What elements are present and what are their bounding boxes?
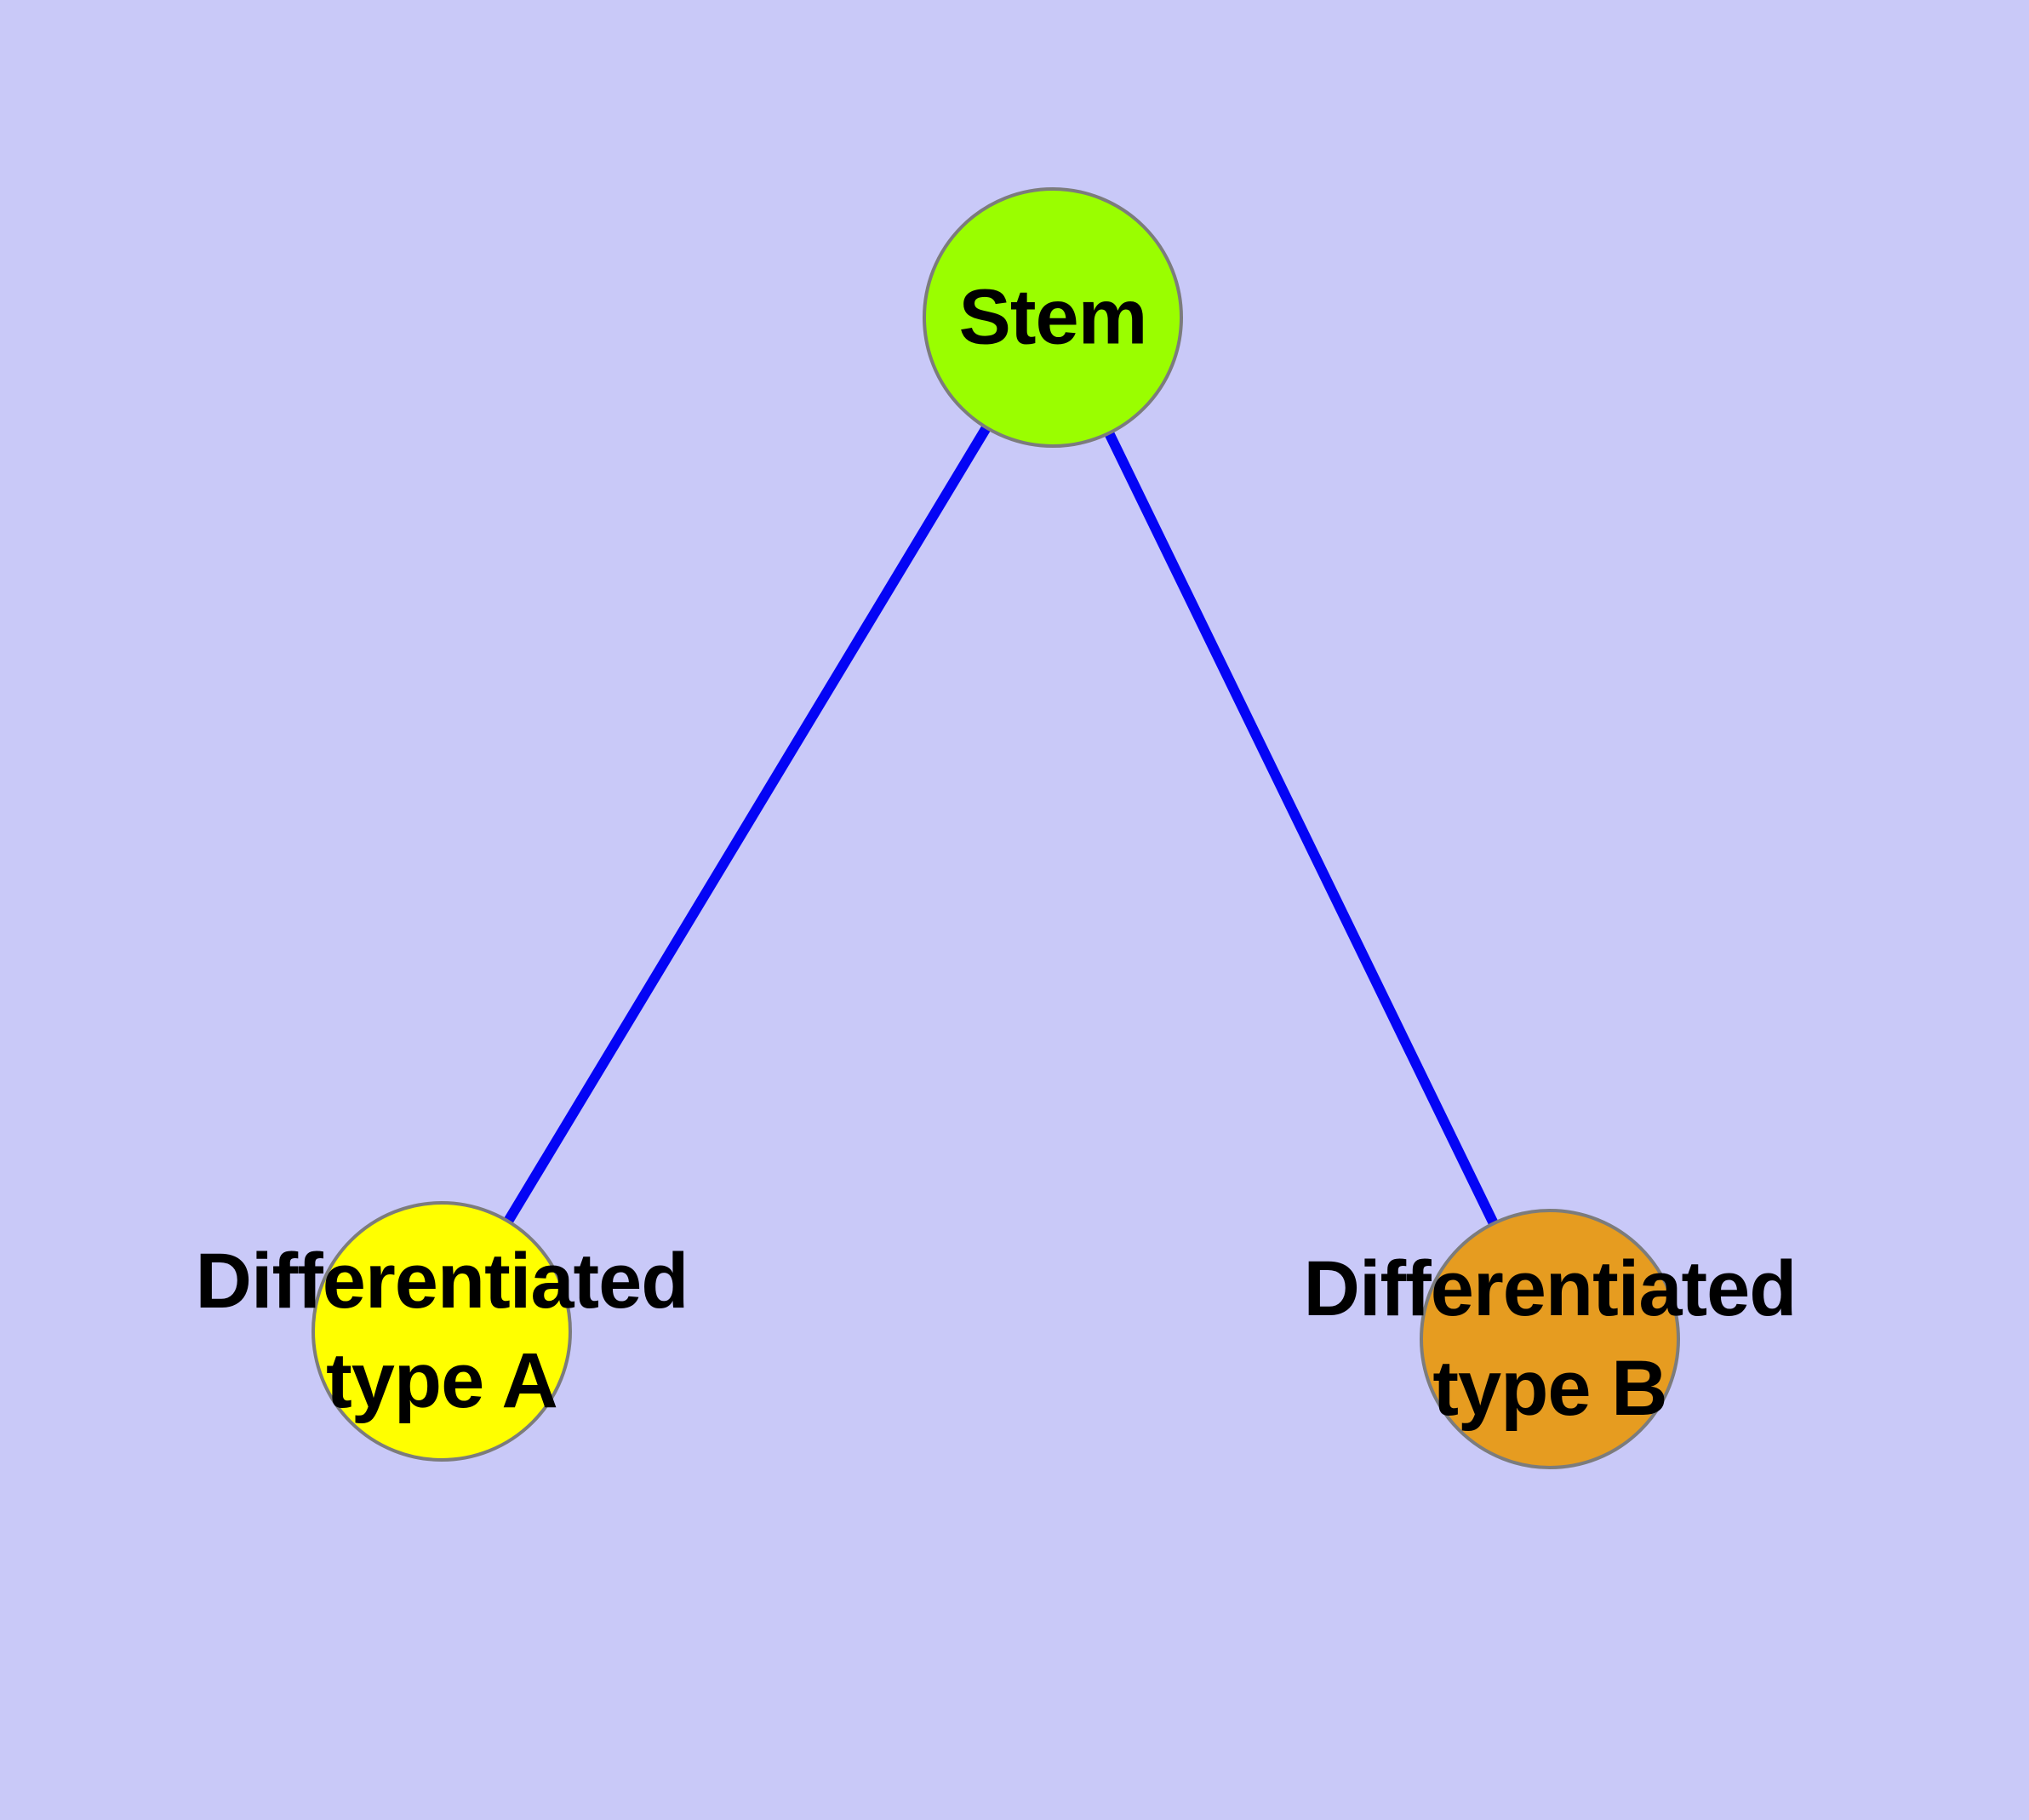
node-type-a bbox=[311, 1201, 572, 1462]
node-stem bbox=[923, 187, 1183, 448]
edges-layer bbox=[437, 314, 1555, 1342]
edge-stem-to-type-a bbox=[437, 314, 1058, 1335]
edge-stem-to-type-b bbox=[1048, 315, 1555, 1342]
node-type-b bbox=[1420, 1209, 1680, 1469]
nodes-layer bbox=[311, 187, 1680, 1469]
